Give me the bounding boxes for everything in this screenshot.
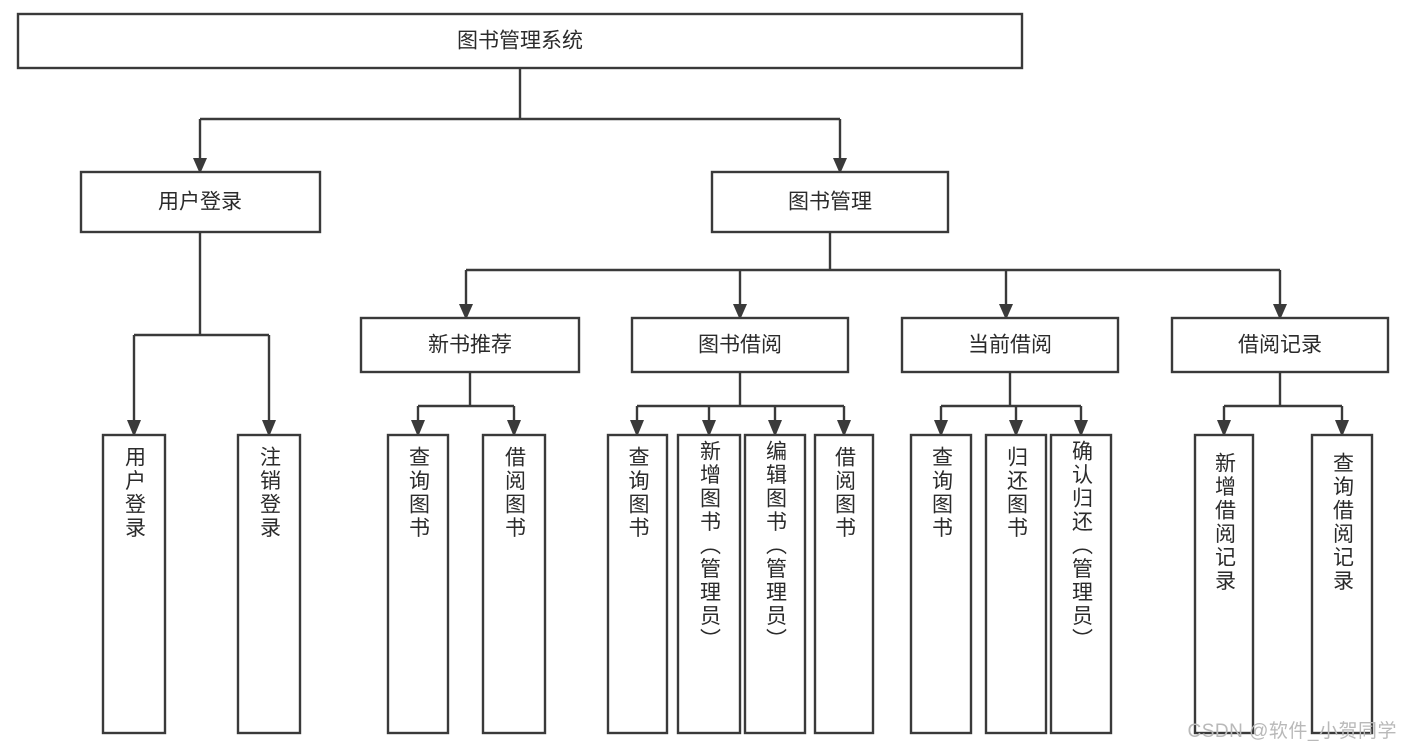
node-book-borrow-label: 图书借阅	[698, 334, 782, 357]
node-recommend-query-book-box[interactable]	[386, 433, 450, 735]
node-record-add-borrow-box[interactable]	[1193, 433, 1255, 735]
node-borrow-record[interactable]: 借阅记录	[1170, 316, 1390, 374]
node-borrow-edit-book-label: 编辑图书（管理员）	[763, 440, 787, 652]
node-borrow-add-book[interactable]: 新增图书（管理员）	[676, 433, 742, 735]
node-current-return-book[interactable]: 归还图书	[984, 433, 1048, 735]
node-logout-action[interactable]: 注销登录	[236, 433, 302, 735]
node-borrow-borrow-book[interactable]: 借阅图书	[813, 433, 875, 735]
node-recommend-borrow-book[interactable]: 借阅图书	[481, 433, 547, 735]
node-user-login[interactable]: 用户登录	[79, 170, 322, 234]
node-root[interactable]: 图书管理系统	[16, 12, 1024, 70]
node-book-borrow[interactable]: 图书借阅	[630, 316, 850, 374]
node-current-confirm-return-box[interactable]	[1049, 433, 1113, 735]
node-logout-action-box[interactable]	[236, 433, 302, 735]
node-user-login-box[interactable]	[79, 170, 322, 234]
node-root-label: 图书管理系统	[457, 30, 583, 53]
connectors	[127, 68, 1349, 437]
node-new-book-recommend-label: 新书推荐	[428, 334, 512, 357]
edge-bookmgmt-to-level3	[459, 232, 1287, 320]
node-new-book-recommend[interactable]: 新书推荐	[359, 316, 581, 374]
node-recommend-query-book-label: 查询图书	[406, 446, 430, 540]
node-recommend-query-book[interactable]: 查询图书	[386, 433, 450, 735]
node-record-add-borrow[interactable]: 新增借阅记录	[1193, 433, 1255, 735]
node-borrow-edit-book[interactable]: 编辑图书（管理员）	[743, 433, 807, 735]
node-borrow-borrow-book-label: 借阅图书	[832, 446, 856, 540]
node-recommend-borrow-book-label: 借阅图书	[502, 446, 526, 540]
node-current-borrow-box[interactable]	[900, 316, 1120, 374]
node-current-borrow-label: 当前借阅	[968, 334, 1052, 357]
node-record-query-borrow-box[interactable]	[1310, 433, 1374, 735]
edge-borrowrecord-to-leaves	[1217, 372, 1349, 437]
node-root-box[interactable]	[16, 12, 1024, 70]
node-borrow-edit-book-box[interactable]	[743, 433, 807, 735]
node-current-query-book-label: 查询图书	[929, 446, 953, 540]
edge-currentborrow-to-leaves	[934, 372, 1088, 437]
node-current-confirm-return[interactable]: 确认归还（管理员）	[1049, 433, 1113, 735]
node-current-query-book[interactable]: 查询图书	[909, 433, 973, 735]
edge-userlogin-to-leaves	[127, 232, 276, 437]
node-borrow-query-book-label: 查询图书	[626, 446, 649, 540]
node-logout-action-label: 注销登录	[257, 446, 281, 540]
node-borrow-query-book[interactable]: 查询图书	[606, 433, 669, 735]
node-user-login-label: 用户登录	[158, 191, 242, 214]
node-record-query-borrow-label: 查询借阅记录	[1330, 452, 1354, 593]
node-book-management-box[interactable]	[710, 170, 950, 234]
node-new-book-recommend-box[interactable]	[359, 316, 581, 374]
node-user-login-action-box[interactable]	[101, 433, 167, 735]
node-current-query-book-box[interactable]	[909, 433, 973, 735]
node-record-query-borrow[interactable]: 查询借阅记录	[1310, 433, 1374, 735]
edge-root-to-level2	[193, 68, 847, 174]
edge-recommend-to-leaves	[411, 372, 521, 437]
node-user-login-action[interactable]: 用户登录	[101, 433, 167, 735]
node-book-management-label: 图书管理	[788, 191, 872, 214]
edge-bookborrow-to-leaves	[630, 372, 851, 437]
node-record-add-borrow-label: 新增借阅记录	[1212, 452, 1236, 593]
node-borrow-add-book-box[interactable]	[676, 433, 742, 735]
node-book-management[interactable]: 图书管理	[710, 170, 950, 234]
node-borrow-borrow-book-box[interactable]	[813, 433, 875, 735]
node-borrow-add-book-label: 新增图书（管理员）	[697, 440, 721, 652]
node-current-return-book-label: 归还图书	[1004, 446, 1028, 540]
node-current-confirm-return-label: 确认归还（管理员）	[1069, 440, 1093, 652]
node-borrow-record-box[interactable]	[1170, 316, 1390, 374]
node-recommend-borrow-book-box[interactable]	[481, 433, 547, 735]
node-user-login-action-label: 用户登录	[122, 446, 146, 540]
node-borrow-query-book-box[interactable]	[606, 433, 669, 735]
node-current-return-book-box[interactable]	[984, 433, 1048, 735]
node-borrow-record-label: 借阅记录	[1238, 334, 1322, 357]
node-current-borrow[interactable]: 当前借阅	[900, 316, 1120, 374]
node-book-borrow-box[interactable]	[630, 316, 850, 374]
leaf-nodes: 用户登录 注销登录 查询图书 借阅图书	[101, 433, 1374, 735]
